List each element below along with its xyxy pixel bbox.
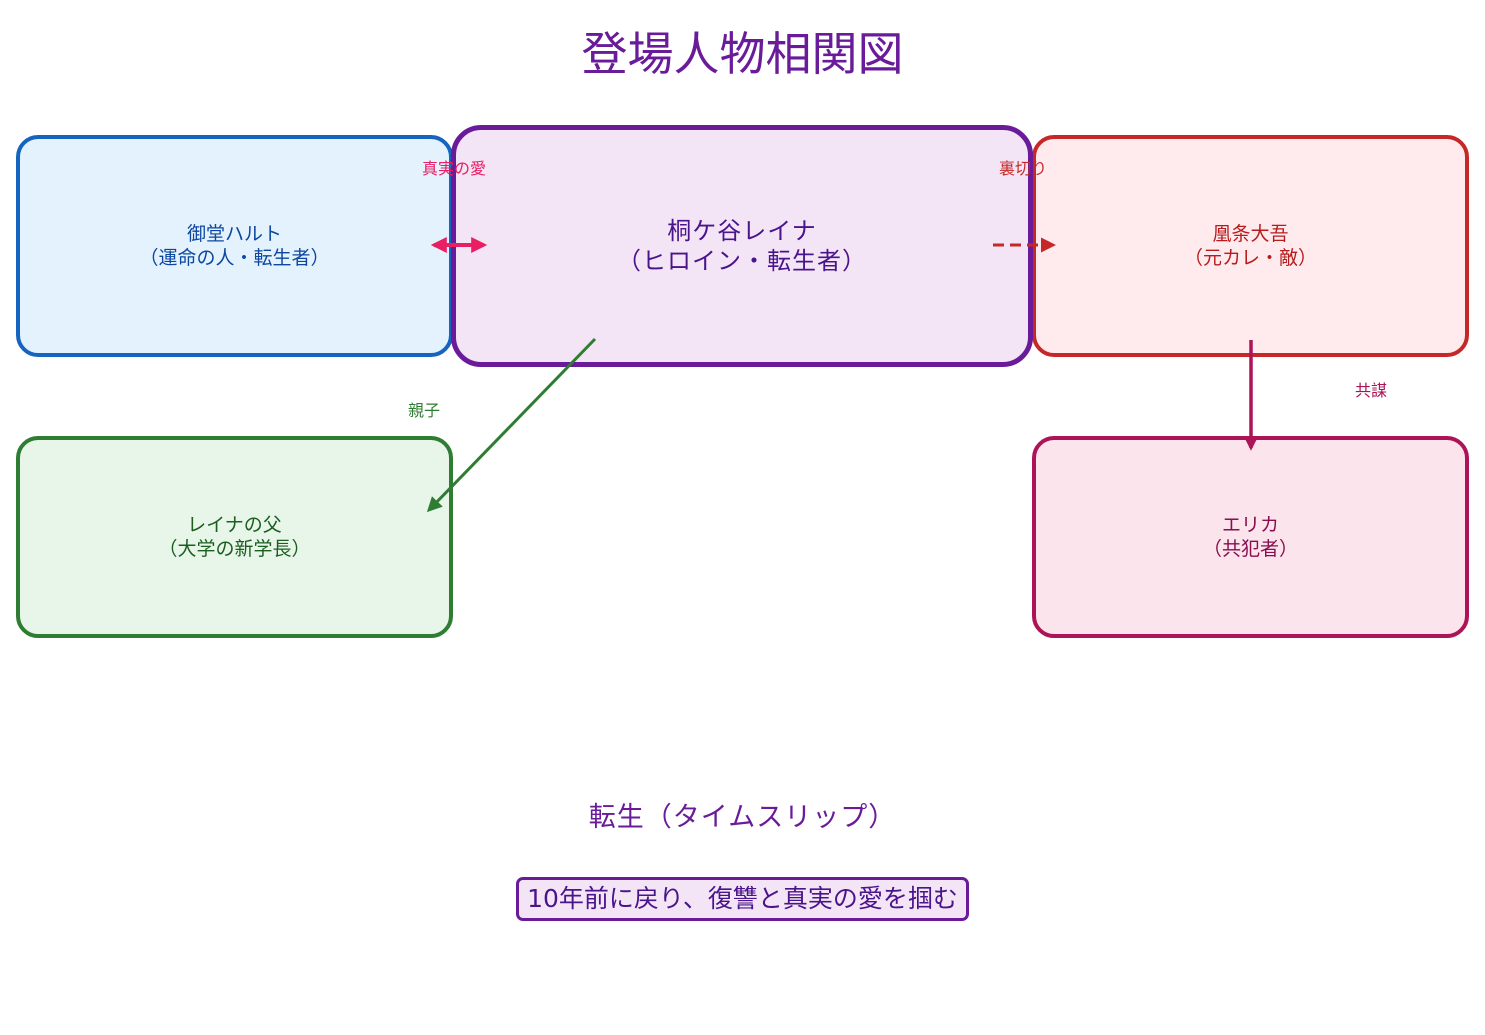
- tagline-container: 10年前に戻り、復讐と真実の愛を掴む: [0, 877, 1485, 921]
- edge-label-conspiracy: 共謀: [1355, 381, 1388, 400]
- node-reina-father: レイナの父 （大学の新学長）: [16, 436, 453, 638]
- node-label-reina-father: レイナの父 （大学の新学長）: [158, 514, 311, 560]
- diagram-title: 登場人物相関図: [581, 27, 904, 81]
- edge-label-betrayal: 裏切り: [999, 159, 1048, 178]
- node-mido-haruto: 御堂ハルト （運命の人・転生者）: [16, 135, 453, 357]
- node-label-kirigaya-reina: 桐ケ谷レイナ （ヒロイン・転生者）: [617, 217, 867, 275]
- edge-label-parent-child: 親子: [408, 401, 441, 420]
- node-oujo-daigo: 凰条大吾 （元カレ・敵）: [1032, 135, 1469, 357]
- node-erika: エリカ （共犯者）: [1032, 436, 1469, 638]
- edge-label-true-love: 真実の愛: [422, 159, 487, 178]
- node-label-erika: エリカ （共犯者）: [1202, 514, 1298, 560]
- node-label-mido-haruto: 御堂ハルト （運命の人・転生者）: [139, 223, 330, 269]
- story-tagline: 10年前に戻り、復讐と真実の愛を掴む: [516, 877, 969, 921]
- reincarnation-subtitle: 転生（タイムスリップ）: [588, 802, 897, 833]
- node-label-oujo-daigo: 凰条大吾 （元カレ・敵）: [1183, 223, 1317, 269]
- node-kirigaya-reina: 桐ケ谷レイナ （ヒロイン・転生者）: [451, 125, 1033, 367]
